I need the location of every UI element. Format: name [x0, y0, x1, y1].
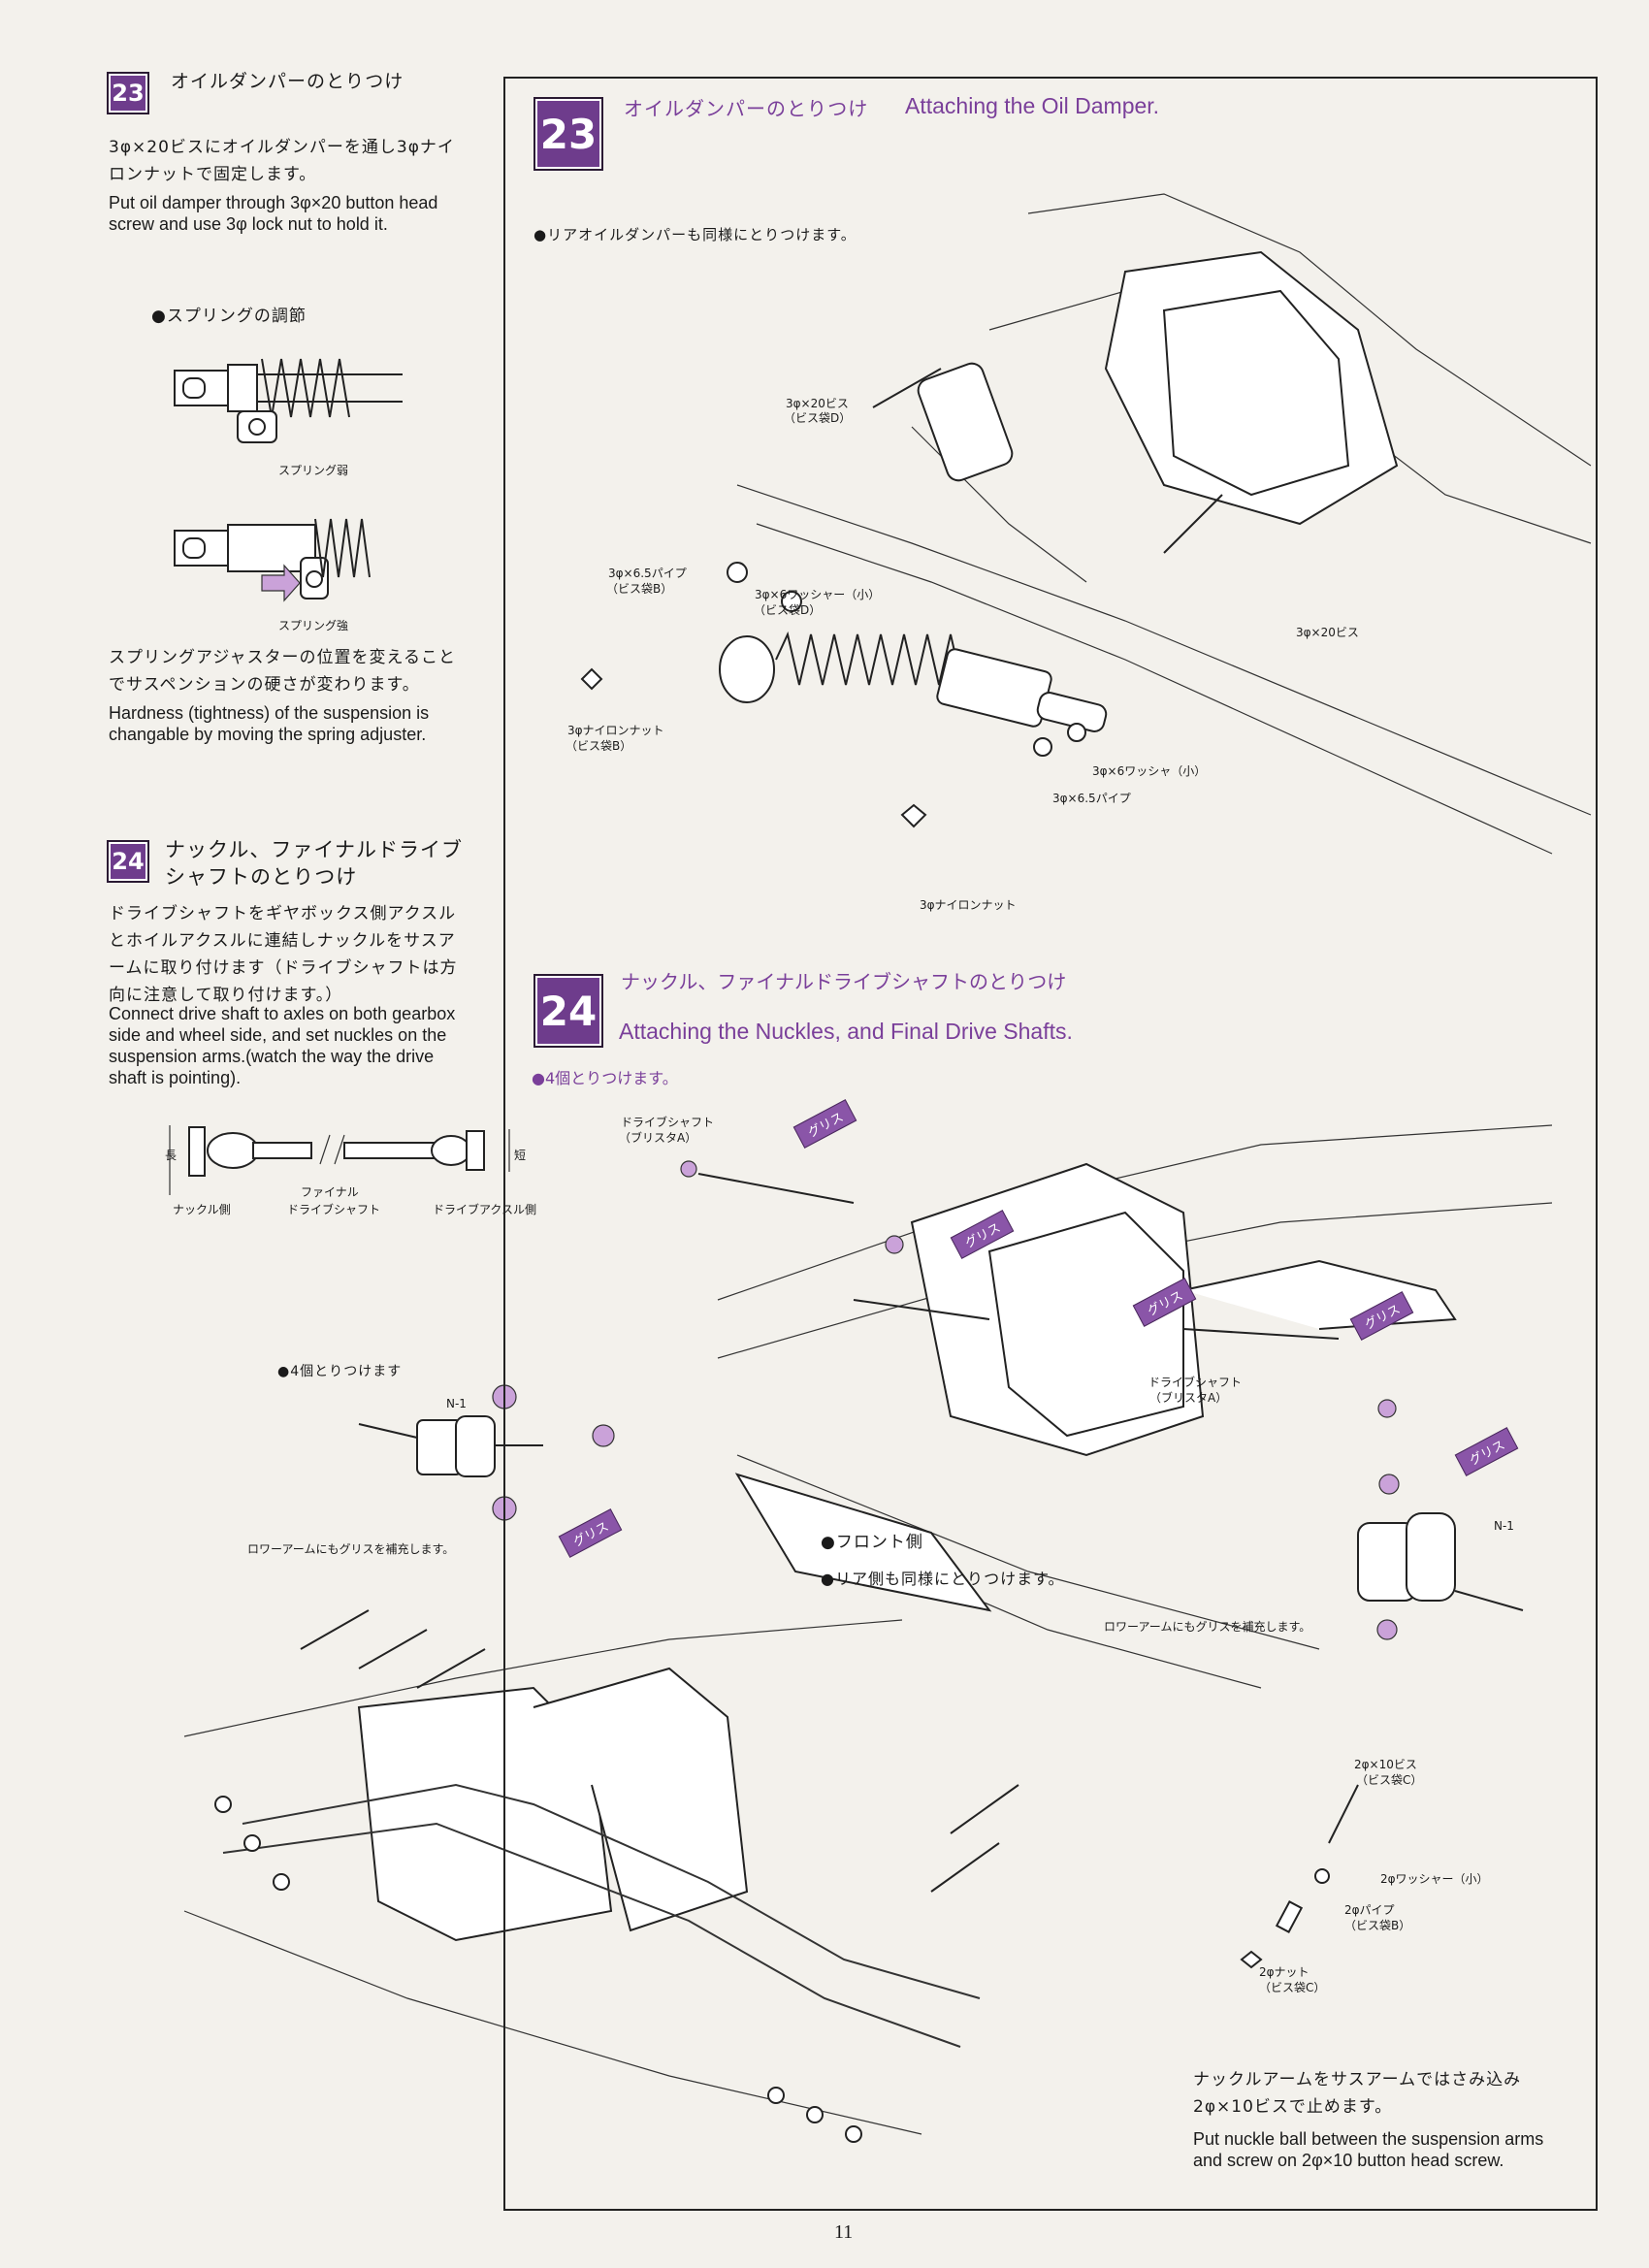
label-nut-2mm: 2φナット: [1259, 1965, 1310, 1979]
right-four-note: ●4個とりつけます。: [532, 1069, 678, 1087]
step-24-title-line1: ナックル、ファイナルドライブ: [165, 838, 463, 861]
axle-side-label: ドライブアクスル側: [433, 1203, 537, 1216]
spring-adjust-heading: ●スプリングの調節: [151, 307, 307, 326]
left-n1-label: N-1: [446, 1397, 467, 1410]
rear-same-note: ●リア側も同様にとりつけます。: [821, 1570, 1065, 1588]
step-23-instruction-en: Put oil damper through 3φ×20 button head…: [109, 193, 438, 234]
shaft-long-label: 長: [165, 1149, 178, 1162]
spring-weak-illustration: [174, 358, 403, 443]
right-step-24-badge: 24: [534, 974, 603, 1048]
knuckle-illustration-left: [358, 1384, 615, 1521]
label-pipe-3x65: 3φ×6.5パイプ: [608, 567, 687, 580]
label-drive-shaft-b: ドライブシャフト: [1148, 1376, 1243, 1389]
label-drive-shaft-a-blister: （ブリスタA）: [619, 1131, 697, 1145]
right-n1-label: N-1: [1494, 1519, 1514, 1533]
step-23-title: オイルダンパーのとりつけ: [171, 71, 404, 92]
right-step-23-title-jp: オイルダンパーのとりつけ: [624, 97, 869, 120]
rear-assembly-illustration: [183, 1609, 1019, 2143]
label-washer-2mm: 2φワッシャー（小）: [1380, 1872, 1489, 1886]
right-rear-damper-note: ●リアオイルダンパーも同様にとりつけます。: [534, 226, 857, 243]
spring-adjust-en: Hardness (tightness) of the suspension i…: [109, 703, 430, 744]
step-24-instruction-en: Connect drive shaft to axles on both gea…: [109, 1004, 456, 1087]
spring-strong-illustration: [174, 518, 371, 602]
label-washer-3x6-b: 3φ×6ワッシャ（小）: [1092, 764, 1207, 778]
knuckle-side-label: ナックル側: [173, 1203, 231, 1216]
spring-adjust-jp: スプリングアジャスターの位置を変えることでサスペンションの硬さが変わります。: [109, 648, 456, 695]
right-step-23-title-en: Attaching the Oil Damper.: [905, 93, 1160, 118]
nuckle-arm-instruction-jp: ナックルアームをサスアームではさみ込み2φ×10ビスで止めます。: [1193, 2070, 1522, 2117]
label-screw-3x20-a-bag: （ビス袋D）: [784, 411, 852, 425]
step-23-instruction-jp: 3φ×20ビスにオイルダンパーを通し3φナイロンナットで固定します。: [109, 138, 455, 184]
page-number: 11: [834, 2221, 854, 2243]
label-pipe-3x65-c: 3φ×6.5パイプ: [1052, 792, 1131, 805]
right-step-24-title-en: Attaching the Nuckles, and Final Drive S…: [619, 1019, 1073, 1044]
label-nylon-nut-bag: （ビス袋B）: [566, 739, 632, 753]
label-drive-shaft-b-blister: （ブリスタA）: [1149, 1391, 1228, 1405]
final-shaft-label-2: ドライブシャフト: [287, 1203, 381, 1216]
label-screw-3x20-a: 3φ×20ビス: [786, 397, 849, 410]
oil-damper-illustration: [580, 193, 1592, 855]
label-nylon-nut: 3φナイロンナット: [567, 724, 664, 737]
label-pipe-2mm-bag: （ビス袋B）: [1344, 1919, 1411, 1932]
label-washer-3x6: 3φ×6ワッシャー（小）: [755, 588, 881, 601]
label-screw-2x10-bag: （ビス袋C）: [1356, 1773, 1423, 1787]
right-step-24-title-jp: ナックル、ファイナルドライブシャフトのとりつけ: [621, 970, 1067, 993]
left-lower-arm-note: ロワーアームにもグリスを補充します。: [247, 1542, 455, 1556]
final-shaft-label-1: ファイナル: [301, 1185, 359, 1199]
label-pipe-3x65-bag: （ビス袋B）: [606, 582, 673, 596]
step-24-title-line2: シャフトのとりつけ: [165, 865, 358, 889]
left-four-note: ●4個とりつけます: [277, 1364, 403, 1379]
right-step-23-badge: 23: [534, 97, 603, 171]
hardware-2mm-illustration: [1240, 1784, 1359, 1969]
step-24-instruction-jp: ドライブシャフトをギヤボックス側アクスルとホイルアクスルに連結しナックルをサスア…: [109, 904, 458, 1005]
label-screw-2x10: 2φ×10ビス: [1354, 1758, 1417, 1771]
right-panel-border: [503, 77, 1598, 2211]
final-drive-shaft-diagram: [169, 1125, 510, 1195]
label-pipe-2mm: 2φパイプ: [1344, 1903, 1395, 1917]
front-assembly-illustration: [680, 1124, 1553, 1689]
label-washer-3x6-bag: （ビス袋D）: [754, 603, 822, 617]
label-nut-2mm-bag: （ビス袋C）: [1259, 1981, 1326, 1994]
label-nylon-nut-c: 3φナイロンナット: [920, 898, 1017, 912]
nuckle-arm-instruction-en: Put nuckle ball between the suspension a…: [1193, 2129, 1544, 2170]
spring-strong-label: スプリング強: [278, 619, 349, 632]
shaft-short-label: 短: [514, 1149, 527, 1162]
step-24-badge: 24: [107, 840, 149, 883]
spring-weak-label: スプリング弱: [278, 464, 349, 477]
label-screw-3x20-c: 3φ×20ビス: [1296, 626, 1359, 639]
front-side-label: ●フロント側: [821, 1533, 923, 1552]
label-drive-shaft-a: ドライブシャフト: [621, 1116, 715, 1129]
right-lower-arm-note: ロワーアームにもグリスを補充します。: [1104, 1620, 1311, 1634]
step-23-badge: 23: [107, 72, 149, 114]
